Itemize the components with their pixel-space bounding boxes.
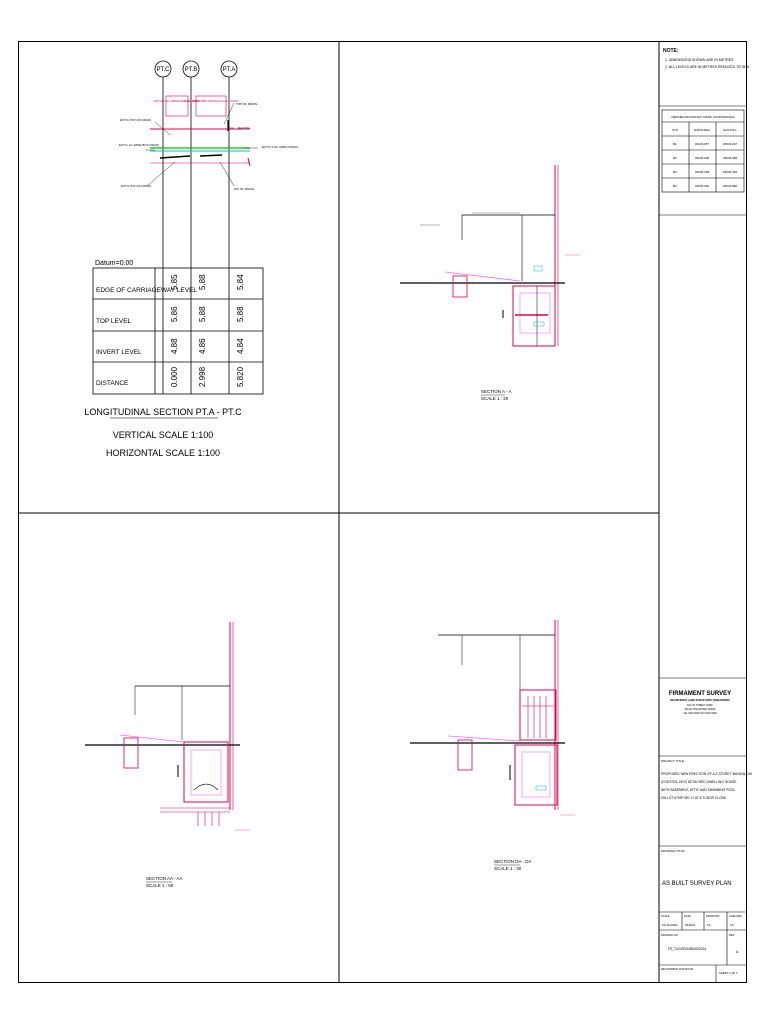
value-edge-b: 5.88 [198,274,207,290]
red-note-culvert: EXT'G 0.6m WIDE RED CULVERT [154,99,201,103]
title-block: NOTE: 1. DIMENSIONS SHOWN ARE IN METRES … [659,48,753,983]
horizontal-scale: HORIZONTAL SCALE 1:100 [106,448,220,458]
value-distance-a: 5.820 [236,366,245,387]
row-label-distance: DISTANCE [96,380,129,387]
section-c-title: SECTION DA - DA [494,859,532,864]
section-c-panel: SECTION DA - DA SCALE 1 : 30 [410,620,575,871]
rev-label: REV. [729,933,735,937]
value-distance-b: 2.998 [198,366,207,387]
value-invert-b: 4.86 [198,338,207,354]
note-line-2: 2. ALL LEVELS ARE IN METRES REDUCED TO S… [665,65,750,69]
row-label-top: TOP LEVEL [96,318,132,325]
section-a-title: SECTION A - A [481,389,512,394]
boundary-header-northing: NORTHING [694,128,711,132]
boundary-row-1-e: 26049.297 [723,142,738,146]
row-label-invert: INVERT LEVEL [96,349,142,356]
project-line-2: (CONTROL DEV) DETACHED DWELLING HOUSE [661,780,737,784]
note-line-1: 1. DIMENSIONS SHOWN ARE IN METRES [665,58,734,62]
company-address-1: BLK 00 STREET NAME [687,704,713,707]
project-line-4: ON LOT 6709P MK 17 AT 8 TUDOR CLOSE [661,796,727,800]
drawing-no-label: DRAWING NO. [661,933,679,937]
panel-frames [18,41,660,983]
section-a-panel: SECTION A - A SCALE 1 : 20 [400,165,580,401]
boundary-row-2-n: 30036.609 [695,156,710,160]
note-ext-top-of-drain: EXT'G TOP OF DRAIN [120,118,151,122]
value-top-b: 5.88 [198,306,207,322]
info-value-drawn: FS [707,923,711,927]
sheet-number: SHEET 1 OF 1 [719,971,738,975]
section-b-scale: SCALE 1 : 50 [146,883,174,888]
info-field-date: DATE [684,914,691,918]
point-label-b: PT.B [185,67,198,73]
row-label-edge: EDGE OF CARRIAGEWAY LEVEL [96,287,197,294]
value-edge-c: 5.85 [170,274,179,290]
project-line-3: WITH BASEMENT, ATTIC AND SWIMMING POOL [661,788,735,792]
datum-label: Datum=0.00 [95,260,133,267]
red-note-drain: 0.6m WIDE RED DRAIN SCALE 1:1000 [184,99,238,103]
boundary-row-4-e: 26049.860 [723,184,738,188]
note-heading: NOTE: [663,48,679,54]
boundary-row-1-n: 30033.057 [695,142,710,146]
section-b-title: SECTION AA - AA [146,876,183,881]
point-label-a: PT.A [223,67,236,73]
project-line-1: PROPOSED NEW ERECTION OF A 2-STOREY BUNG… [661,772,753,776]
boundary-header-stn: STN [672,128,678,132]
value-top-c: 5.86 [170,306,179,322]
note-top-of-drain: TOP OF DRAIN [236,102,257,106]
profile-title: LONGITUDINAL SECTION PT.A - PT.C [84,407,242,417]
value-invert-a: 4.84 [236,338,245,354]
note-inv-of-drain: INV OF DRAIN [234,187,254,191]
value-edge-a: 5.84 [236,274,245,290]
info-value-date: 05/2024 [685,923,696,927]
info-value-scale: AS SHOWN [662,923,677,927]
boundary-table [659,105,747,216]
note-railing: RAILING [238,126,251,130]
info-field-scale: SCALE [661,914,670,918]
boundary-header-easting: EASTING [723,128,737,132]
company-name: FIRMAMENT SURVEY [669,691,731,697]
note-ext-inv-of-drain: EXT'G INV OF DRAIN [121,184,151,188]
drawing-label: DRAWING TITLE: [661,849,685,853]
company-address-2: #00-00 SINGAPORE 000000 [685,708,717,711]
vertical-scale: VERTICAL SCALE 1:100 [113,430,214,440]
boundary-row-4-n: 30036.962 [695,184,710,188]
value-distance-c: 0.000 [170,366,179,387]
company-subtitle: REGISTERED LAND SURVEYORS (SINGAPORE) [670,698,730,702]
info-field-drawn: DRAWN BY [706,914,720,918]
section-b-panel: SECTION AA - AA SCALE 1 : 50 [85,622,250,888]
info-value-checked: FS [730,923,734,927]
note-ext-box-drain: EXT'G 1m WIDE BOX DRAIN [119,143,159,147]
profile-table [92,267,264,395]
section-a-scale: SCALE 1 : 20 [481,396,509,401]
point-label-c: PT.C [156,67,170,73]
boundary-row-3-stn: B3 [673,170,677,174]
boundary-row-4-stn: B4 [673,184,677,188]
value-top-a: 5.88 [236,306,245,322]
drawing-sheet [18,41,747,983]
boundary-table-title: REFINED BOUNDARY MARK COORDINATES [671,115,734,119]
longitudinal-section-panel: PT.C PT.B PT.A EXT'G 0.6m WIDE RED CULVE… [84,60,298,458]
drawing-no: FS_TUDOR/ASB/05/2024 [668,947,706,951]
drawing-title: AS BUILT SURVEY PLAN [662,881,732,887]
note-open-drain: EXT'G 0.6m OPEN DRAIN [262,145,298,149]
company-address-3: TEL 0000 0000 FAX 0000 0000 [683,712,717,715]
boundary-row-2-stn: B2 [673,156,677,160]
project-label: PROJECT TITLE: [661,759,685,763]
boundary-row-2-e: 26048.958 [723,156,738,160]
surveyor-label: REGISTERED SURVEYOR [661,967,693,971]
section-c-scale: SCALE 1 : 30 [494,866,522,871]
rev-value: A [736,950,739,954]
value-invert-c: 4.88 [170,338,179,354]
boundary-row-1-stn: B1 [673,142,677,146]
boundary-row-3-e: 26049.469 [723,170,738,174]
boundary-row-3-n: 30035.295 [695,170,710,174]
info-field-checked: CHECKED [729,914,742,918]
